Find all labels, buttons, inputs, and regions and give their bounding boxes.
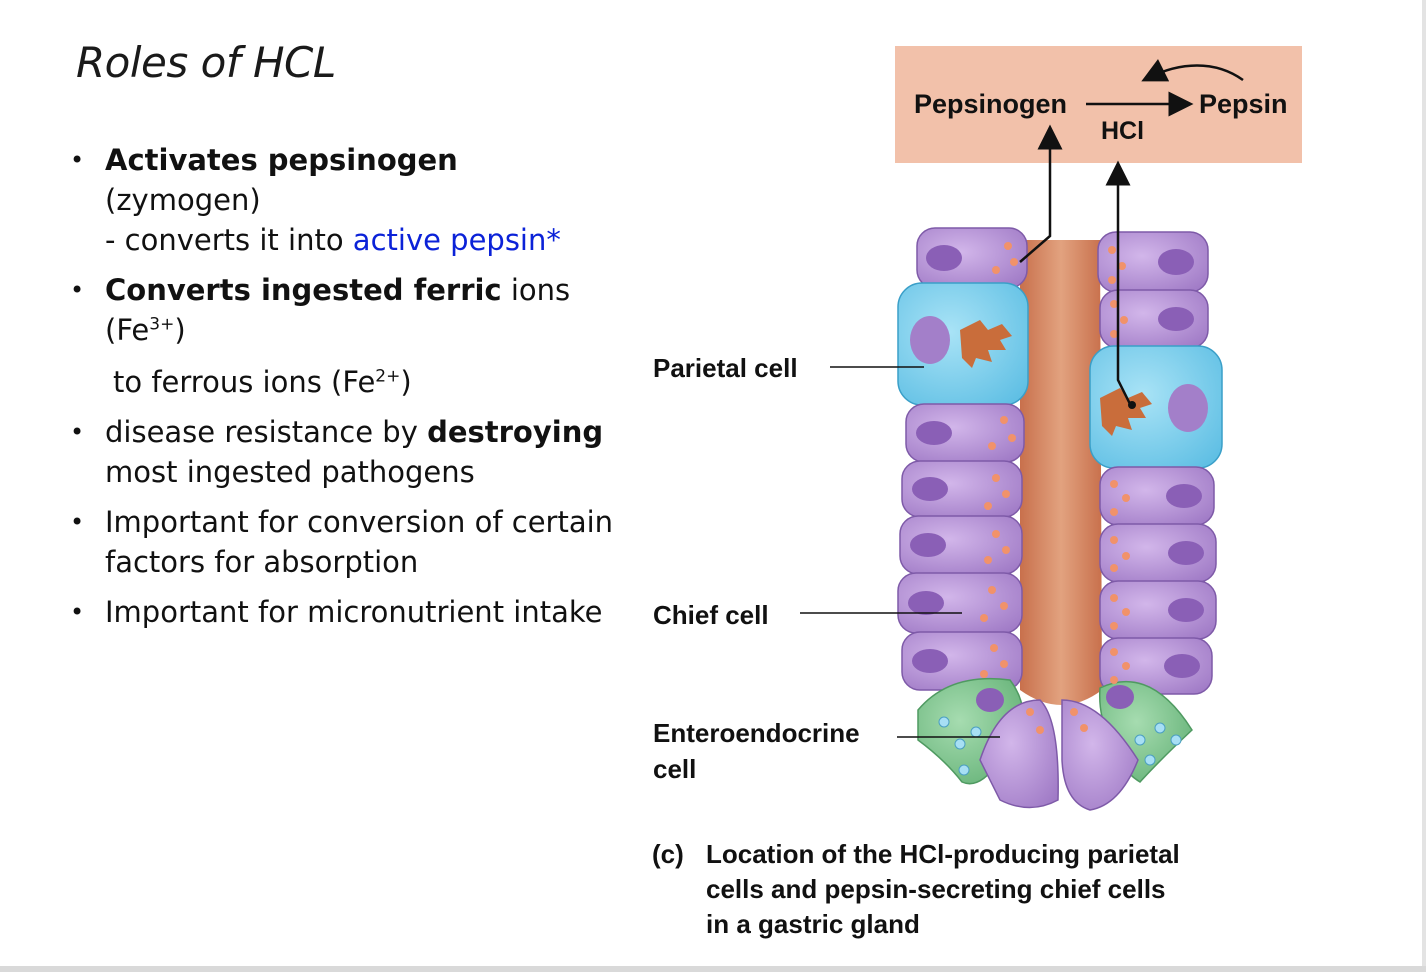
bullet-bold: Activates pepsinogen [105, 143, 458, 177]
bullet-item: • Converts ingested ferric ions (Fe3+) t… [60, 270, 620, 402]
gland-lumen [1020, 240, 1102, 705]
bullet-subline: most ingested pathogens [105, 455, 475, 489]
canaliculus [1100, 388, 1152, 436]
zymogen-granules [980, 242, 1130, 734]
canaliculus [960, 320, 1012, 368]
caption-tag: (c) [652, 839, 684, 869]
parietal-cell-label: Parietal cell [653, 353, 798, 383]
cell-nucleus [976, 688, 1004, 712]
bullet-item: • Activates pepsinogen (zymogen) - conve… [60, 140, 620, 260]
active-pepsin-highlight: active pepsin* [352, 223, 561, 257]
cell-nucleus [1158, 307, 1194, 331]
ferrous-line: to ferrous ions (Fe2+) [105, 362, 620, 402]
bullet-item: • Important for micronutrient intake [60, 592, 620, 632]
cell-nucleus [1168, 598, 1204, 622]
charge-superscript: 3+ [149, 314, 175, 335]
enteroendocrine-label-line2: cell [653, 754, 696, 784]
bullet-bold: destroying [427, 415, 604, 449]
bullet-text: Important for conversion of certain fact… [105, 505, 614, 579]
slide-bottom-edge [0, 966, 1426, 972]
cell-nucleus [1166, 484, 1202, 508]
bullet-item: • Important for conversion of certain fa… [60, 502, 620, 582]
window-edge [1422, 0, 1426, 972]
autocatalysis-arrow [1141, 58, 1244, 82]
formula-text: (Fe [105, 313, 150, 347]
bullet-dot: • [70, 276, 85, 304]
left-cell-column [897, 227, 1029, 785]
caption-line2: cells and pepsin-secreting chief cells [706, 874, 1166, 904]
pepsin-label: Pepsin [1199, 89, 1288, 119]
pepsinogen-label: Pepsinogen [914, 89, 1067, 119]
bullet-list: • Activates pepsinogen (zymogen) - conve… [60, 140, 620, 642]
enteroendocrine-label-line1: Enteroendocrine [653, 718, 860, 748]
cell-nucleus [912, 649, 948, 673]
arrow-origin-dot [1128, 401, 1136, 409]
caption-line1: Location of the HCl-producing parietal [706, 839, 1180, 869]
bullet-dot: • [70, 418, 85, 446]
bullet-item: • disease resistance by destroying most … [60, 412, 620, 492]
bullet-bold: Converts ingested ferric [105, 273, 502, 307]
slide-title: Roles of HCL [76, 38, 336, 87]
bullet-text: ions [501, 273, 571, 307]
bullet-sub-text: - converts it into [105, 223, 353, 257]
formula-text: ) [174, 313, 186, 347]
cell-nucleus [908, 591, 944, 615]
cell-nucleus [1158, 249, 1194, 275]
charge-superscript: 2+ [375, 366, 401, 387]
cell-nucleus [910, 533, 946, 557]
cell-nucleus [910, 316, 950, 364]
right-cell-column [1089, 231, 1223, 783]
pepsinogen-secretion-arrow [1019, 124, 1063, 263]
cell-nucleus [1164, 654, 1200, 678]
bullet-dot: • [70, 508, 85, 536]
cell-nucleus [926, 245, 962, 271]
bullet-dot: • [70, 598, 85, 626]
cell-nucleus [912, 477, 948, 501]
formula-text: ) [400, 365, 412, 399]
bullet-text: disease resistance by [105, 415, 428, 449]
bullet-text: (zymogen) [105, 183, 261, 217]
bullet-text: Important for micronutrient intake [105, 595, 603, 629]
cell-nucleus [1106, 685, 1134, 709]
cell-nucleus [1168, 384, 1208, 432]
bullet-subline: - converts it into active pepsin* [105, 220, 620, 260]
hcl-secretion-arrow [1105, 160, 1132, 405]
ferric-formula: (Fe3+) [105, 310, 620, 350]
hcl-label: HCl [1101, 117, 1144, 145]
cell-nucleus [916, 421, 952, 445]
cell-nucleus [1168, 541, 1204, 565]
secretory-vesicles [938, 716, 1182, 776]
formula-text: to ferrous ions (Fe [113, 365, 376, 399]
chief-cell-label: Chief cell [653, 600, 769, 630]
caption-line3: in a gastric gland [706, 909, 920, 939]
bullet-dot: • [70, 146, 85, 174]
